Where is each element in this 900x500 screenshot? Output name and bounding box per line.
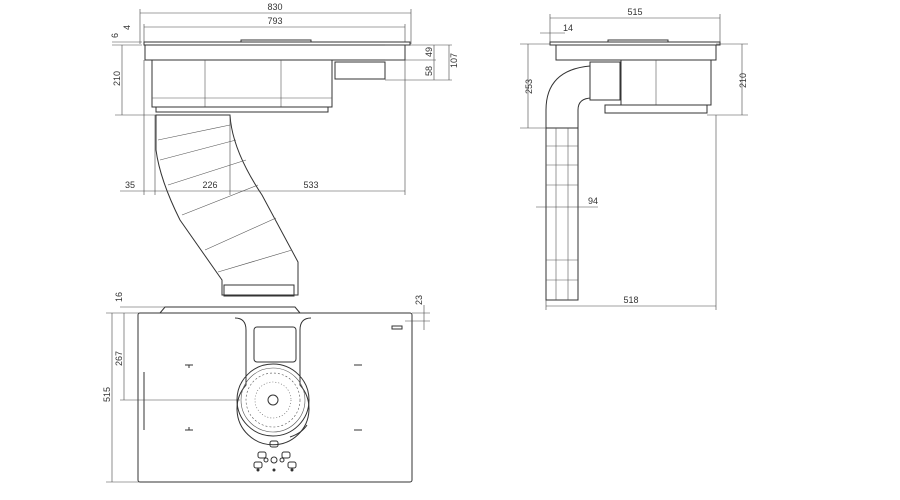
dim-107: 107 (449, 53, 459, 68)
dim-58: 58 (424, 66, 434, 76)
dim-793: 793 (267, 16, 282, 26)
dim-23: 23 (414, 295, 424, 305)
dim-49: 49 (424, 47, 434, 57)
dim-94: 94 (588, 196, 598, 206)
dim-14: 14 (563, 23, 573, 33)
front-view: 830 793 6 4 210 49 58 107 35 226 533 (110, 2, 459, 296)
dim-515-side: 515 (627, 7, 642, 17)
dim-210: 210 (112, 71, 122, 86)
dim-830: 830 (267, 2, 282, 12)
dim-533: 533 (303, 180, 318, 190)
dim-4: 4 (122, 25, 132, 30)
dim-6: 6 (110, 33, 120, 38)
dim-210-side: 210 (738, 73, 748, 88)
side-view: 515 14 253 210 94 518 (520, 7, 748, 310)
control-panel (253, 440, 297, 472)
dim-515-top: 515 (102, 387, 112, 402)
dim-35: 35 (125, 180, 135, 190)
top-view: 515 267 16 23 (102, 284, 430, 483)
dim-253: 253 (524, 79, 534, 94)
dim-518: 518 (623, 295, 638, 305)
dim-226: 226 (202, 180, 217, 190)
dim-267: 267 (114, 351, 124, 366)
dim-16: 16 (114, 292, 124, 302)
